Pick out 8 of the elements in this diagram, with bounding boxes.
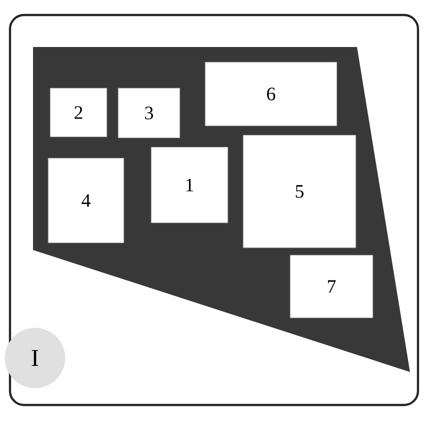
numbered-box: 6 (204, 62, 338, 126)
numbered-box: 1 (150, 146, 228, 224)
numbered-box: 4 (48, 158, 124, 244)
numbered-box: 7 (290, 254, 374, 318)
numbered-box: 5 (242, 134, 356, 248)
numbered-box: 3 (118, 88, 180, 138)
circle-label: I (4, 328, 66, 388)
numbered-box: 2 (50, 88, 108, 138)
